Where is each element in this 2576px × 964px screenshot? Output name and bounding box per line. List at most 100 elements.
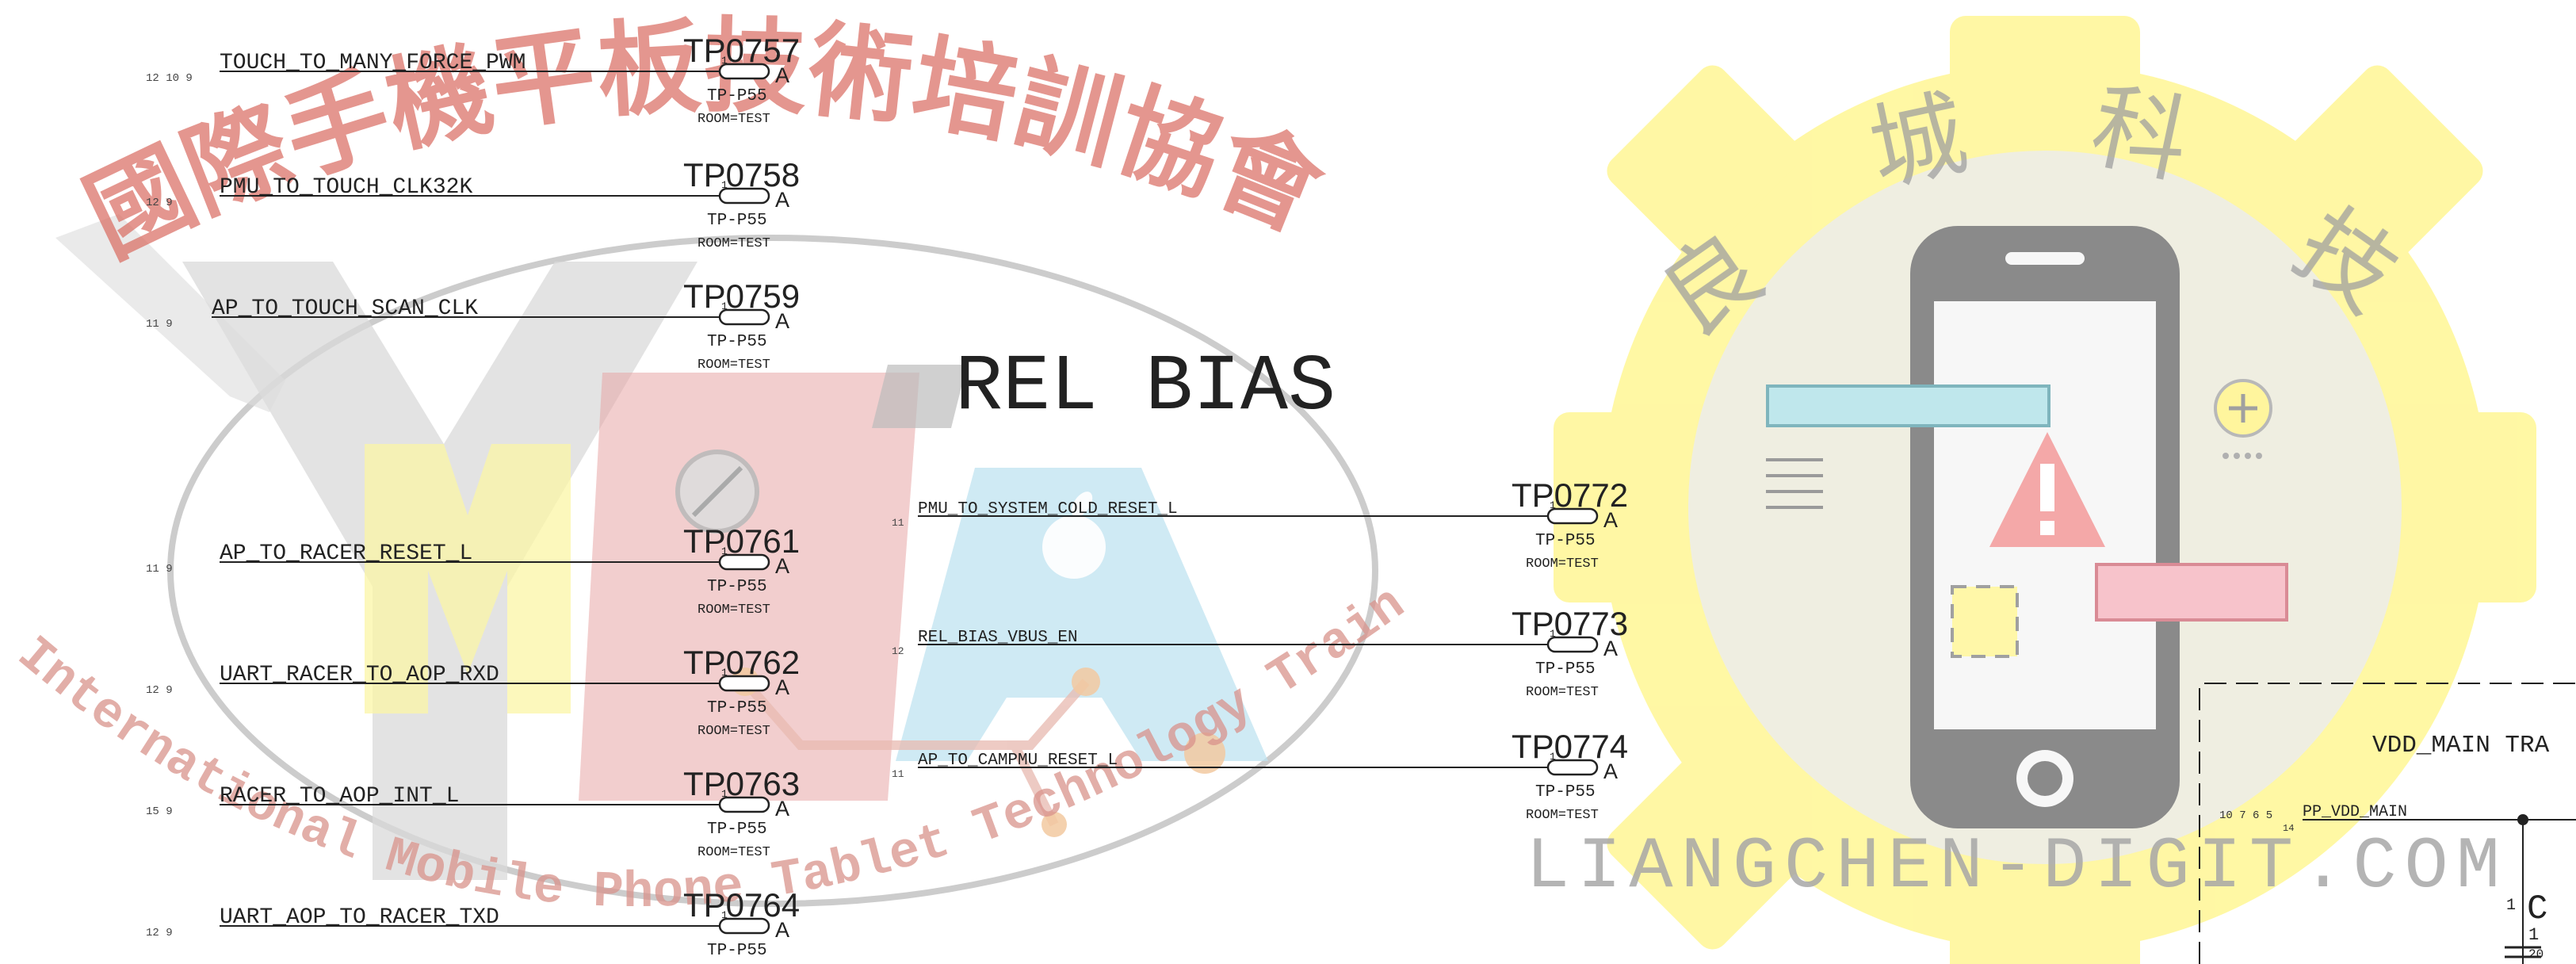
test-pad-icon	[718, 187, 770, 205]
box-net-pages: 10 7 6 5	[2219, 809, 2272, 822]
net-pages: 12 9	[146, 927, 173, 939]
box-title: VDD_MAIN TRA	[2372, 732, 2550, 759]
test-point-room: ROOM=TEST	[698, 724, 770, 739]
test-point-suffix: A	[775, 309, 789, 333]
test-pad-icon	[718, 553, 770, 571]
test-point-pin: 1	[721, 179, 728, 191]
test-point-suffix: A	[775, 63, 789, 87]
test-point-pin: 1	[721, 300, 728, 312]
cap-pin-2: 1	[2528, 925, 2539, 945]
test-pad-icon	[718, 917, 770, 935]
test-point-name: TP0759	[683, 277, 800, 315]
test-point-type: TP-P55	[1535, 660, 1596, 679]
test-point-name: TP0763	[683, 765, 800, 802]
test-point-room: ROOM=TEST	[698, 112, 770, 127]
test-point-room: ROOM=TEST	[698, 602, 770, 618]
test-point-name: TP0761	[683, 522, 800, 560]
test-point-type: TP-P55	[707, 942, 767, 960]
net-pages: 11	[892, 517, 904, 529]
cap-letter: C	[2527, 889, 2547, 929]
test-point-suffix: A	[775, 918, 789, 942]
test-point-type: TP-P55	[707, 87, 767, 105]
test-point-name: TP0764	[683, 886, 800, 924]
watermark-char: 科	[2081, 77, 2196, 205]
test-point-type: TP-P55	[707, 333, 767, 351]
test-point-room: ROOM=TEST	[1526, 808, 1599, 823]
test-pad-icon	[718, 63, 770, 80]
test-pad-icon	[718, 675, 770, 692]
net-pages: 12 9	[146, 684, 173, 697]
test-point-type: TP-P55	[707, 212, 767, 230]
test-point-pin: 1	[721, 55, 728, 67]
test-point-pin: 1	[721, 909, 728, 921]
test-point-suffix: A	[775, 188, 789, 212]
test-point-suffix: A	[775, 554, 789, 578]
test-point-pin: 1	[1550, 628, 1556, 640]
test-point-suffix: A	[1603, 759, 1618, 783]
test-pad-icon	[1546, 636, 1599, 653]
cap-sub: 20	[2528, 947, 2544, 962]
test-pad-icon	[1546, 507, 1599, 525]
page-title: REL BIAS	[955, 343, 1336, 433]
test-point-room: ROOM=TEST	[698, 845, 770, 860]
cap-pin: 1	[2506, 897, 2516, 915]
apple-logo-icon	[1042, 492, 1106, 579]
test-point-name: TP0774	[1512, 728, 1628, 765]
test-point-type: TP-P55	[1535, 532, 1596, 550]
test-point-name: TP0758	[683, 156, 800, 193]
test-point-room: ROOM=TEST	[1526, 557, 1599, 572]
test-point-room: ROOM=TEST	[698, 358, 770, 373]
net-pages: 11 9	[146, 563, 173, 576]
test-point-room: ROOM=TEST	[1526, 685, 1599, 700]
test-point-type: TP-P55	[707, 578, 767, 596]
test-point-pin: 1	[721, 667, 728, 679]
test-point-name: TP0772	[1512, 476, 1628, 514]
test-point-suffix: A	[1603, 637, 1618, 660]
net-pages: 11 9	[146, 318, 173, 331]
box-net-label: PP_VDD_MAIN	[2303, 803, 2407, 821]
test-point-name: TP0762	[683, 644, 800, 681]
test-point-suffix: A	[775, 797, 789, 821]
net-pages: 12	[892, 645, 904, 657]
test-pad-icon	[1546, 759, 1599, 776]
test-pad-icon	[718, 308, 770, 326]
test-point-suffix: A	[775, 675, 789, 699]
test-point-pin: 1	[721, 545, 728, 557]
warning-icon	[1989, 432, 2105, 547]
test-point-pin: 1	[1550, 751, 1556, 763]
test-point-pin: 1	[721, 788, 728, 800]
net-row: 12 9UART_AOP_TO_RACER_TXDTP07641ATP-P55R…	[146, 886, 800, 964]
net-pages: 15 9	[146, 805, 173, 818]
watermark-char: 城	[1861, 85, 1977, 212]
test-point-type: TP-P55	[707, 699, 767, 717]
net-pages: 11	[892, 768, 904, 780]
test-point-room: ROOM=TEST	[698, 236, 770, 251]
net-pages: 12 10 9	[146, 72, 193, 85]
plus-icon	[2214, 379, 2272, 459]
test-pad-icon	[718, 796, 770, 813]
test-point-pin: 1	[1550, 499, 1556, 511]
net-label: PMU_TO_SYSTEM_COLD_RESET_L	[918, 500, 1178, 518]
box-net-pages-sub: 14	[2283, 823, 2294, 834]
test-point-suffix: A	[1603, 508, 1618, 532]
